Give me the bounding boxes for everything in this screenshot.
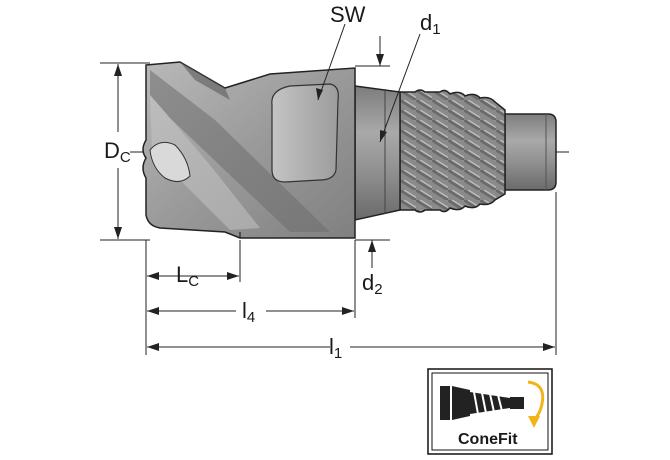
sw-leader (316, 23, 346, 101)
sw-label: SW (330, 2, 366, 27)
l4-dimension (147, 240, 356, 318)
l4-label: l4 (242, 298, 255, 326)
wrench-flat (271, 83, 339, 183)
shank (504, 113, 557, 191)
d2-label: d2 (362, 270, 383, 298)
dc-dimension (100, 62, 150, 241)
thread-section (399, 89, 506, 213)
d1-leader (379, 33, 421, 143)
l1-label: l1 (329, 334, 342, 362)
conefit-text: ConeFit (458, 431, 518, 448)
d2-dimension (355, 36, 390, 268)
lc-label: LC (176, 262, 199, 290)
d1-label: d1 (420, 10, 441, 38)
l1-dimension (147, 192, 557, 355)
conefit-badge: ConeFit (427, 368, 553, 455)
rotate-arrow-icon (527, 380, 545, 428)
conefit-icon (440, 386, 524, 420)
dc-label: DC (104, 138, 131, 166)
lc-dimension (145, 240, 241, 355)
cutter-head (142, 61, 356, 239)
